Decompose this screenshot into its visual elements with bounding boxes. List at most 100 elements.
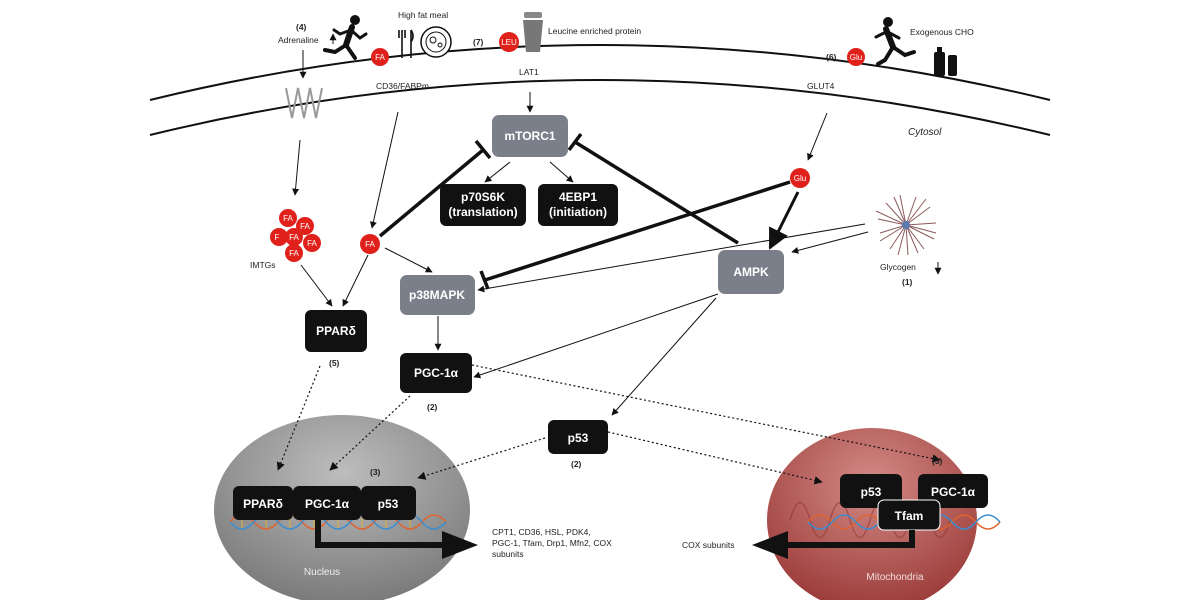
leu-molecule-label: LEU (501, 38, 517, 47)
cytosol-label: Cytosol (908, 127, 942, 138)
arrow-fa-to-p38mapk (384, 247, 433, 273)
pgc1a-node (400, 353, 472, 393)
membrane-lat1-label: LAT1 (519, 67, 539, 77)
arrow-receptor-to-imtgs (292, 139, 301, 196)
nucleus-transcription-arrow (315, 520, 445, 548)
pgc1a-label: PGC-1α (414, 366, 459, 380)
ppard-label: PPARδ (316, 324, 356, 338)
4ebp1-node (538, 184, 618, 226)
fork-knife-icon (398, 29, 414, 58)
membrane-glut4-label: GLUT4 (807, 81, 835, 91)
dotted-p53-to-mitochondria (607, 431, 823, 485)
4ebp1-label: 4EBP1 (559, 190, 597, 204)
imtgs-fa-4: FA (289, 233, 299, 242)
arrow-ampk-to-p53 (611, 297, 717, 416)
arrow-glycogen-to-ampk (791, 231, 869, 254)
mito-number: (3) (932, 456, 943, 466)
ampk-node (718, 250, 784, 294)
inhibit-ampk-to-mtorc1 (574, 140, 739, 245)
dotted-pgc1a-to-nucleus (329, 395, 411, 471)
membrane-cd36-label: CD36/FABPm (376, 81, 429, 91)
drink-bottles-icon (934, 47, 957, 76)
pgc1a-number: (2) (427, 402, 438, 412)
fa-molecule-top-label: FA (375, 53, 385, 62)
mito-transcription-arrowhead (752, 531, 788, 559)
nucleus-transcription-arrowhead (442, 531, 478, 559)
arrow-mtorc1-to-4ebp1 (549, 161, 574, 183)
mito-transcription-arrow (785, 530, 915, 548)
imtgs-cluster (270, 209, 321, 262)
imtgs-label: IMTGs (250, 260, 276, 270)
nucleus-targets-line3: subunits (492, 549, 524, 559)
mito-pgc1a-label: PGC-1α (931, 485, 976, 499)
inhibit-glu-to-p38mapk-bar (479, 270, 490, 290)
nucleus-pgc1a-label: PGC-1α (305, 497, 350, 511)
nucleus-targets-line2: PGC-1, Tfam, Drp1, Mfn2, COX (492, 538, 612, 548)
p70s6k-label: p70S6K (461, 190, 505, 204)
arrow-mtorc1-to-p70s6k (484, 161, 511, 183)
glu-molecule-cytosol (790, 168, 810, 188)
mito-tfam-label: Tfam (895, 509, 924, 523)
imtgs-fa-1: FA (283, 214, 293, 223)
arrow-cd36-to-fa (369, 111, 399, 229)
arrow-imtgs-to-ppard (300, 264, 333, 307)
glycogen-icon (875, 194, 937, 256)
fa-molecule-top (371, 48, 389, 66)
dotted-pgc1a-to-mitochondria (471, 364, 941, 463)
nucleus-label: Nucleus (304, 567, 340, 578)
nucleus-p53-node (361, 486, 416, 520)
fa-molecule-cytosol-label: FA (365, 240, 375, 249)
plate-icon (420, 26, 452, 58)
p53-node (548, 420, 608, 454)
glycogen-number: (1) (902, 277, 913, 287)
adrenergic-receptor-icon (285, 87, 323, 119)
imtgs-fa-3: F (275, 233, 280, 242)
p53-label: p53 (568, 431, 589, 445)
glucose-number: (6) (826, 52, 837, 62)
nucleus-targets-line1: CPT1, CD36, HSL, PDK4, (492, 527, 591, 537)
glycogen-label: Glycogen (880, 262, 916, 272)
adrenaline-number: (4) (296, 22, 307, 32)
glu-molecule-top-label: Glu (850, 53, 862, 62)
runner-icon (323, 15, 368, 60)
nucleus-pgc1a-node (293, 486, 361, 520)
leucine-number: (7) (473, 37, 484, 47)
protein-shaker-icon (523, 12, 543, 52)
mtorc1-node (492, 115, 568, 157)
inhibit-ampk-to-mtorc1-bar (567, 132, 583, 152)
nucleus-ppard-node (233, 486, 293, 520)
arrow-glu-to-ampk (768, 191, 800, 250)
p70s6k-sublabel: (translation) (448, 205, 517, 219)
mito-pgc1a-node (918, 474, 988, 508)
arrow-ampk-to-pgc1a (473, 293, 719, 379)
4ebp1-sublabel: (initiation) (549, 205, 607, 219)
arrow-glycogen-to-p38mapk (477, 223, 866, 293)
leucine-label: Leucine enriched protein (548, 26, 641, 36)
dotted-ppard-to-nucleus (276, 365, 321, 471)
arrow-fa-to-ppard (342, 254, 369, 307)
p53-number: (2) (571, 459, 582, 469)
p70s6k-node (440, 184, 526, 226)
adrenaline-label: Adrenaline (278, 35, 319, 45)
nucleus-number: (3) (370, 467, 381, 477)
glu-molecule-cytosol-label: Glu (794, 174, 806, 183)
high-fat-meal-label: High fat meal (398, 10, 448, 20)
mitochondria-label: Mitochondria (866, 572, 924, 583)
exogenous-cho-label: Exogenous CHO (910, 27, 974, 37)
leu-molecule (499, 32, 519, 52)
imtgs-fa-6: FA (289, 249, 299, 258)
arrow-glut4-to-glu (807, 112, 828, 161)
mtorc1-label: mTORC1 (504, 129, 555, 143)
membrane-outer (149, 44, 1051, 101)
glu-molecule-top (847, 48, 865, 66)
nucleus-p53-label: p53 (378, 497, 399, 511)
inhibit-fa-to-mtorc1-bar (474, 139, 492, 160)
imtgs-fa-5: FA (307, 239, 317, 248)
membrane-inner (149, 79, 1051, 136)
inhibit-fa-to-mtorc1 (378, 148, 485, 238)
mito-targets: COX subunits (682, 540, 734, 550)
runner-icon-right (874, 17, 916, 66)
p38mapk-node (400, 275, 475, 315)
ppard-number: (5) (329, 358, 340, 368)
